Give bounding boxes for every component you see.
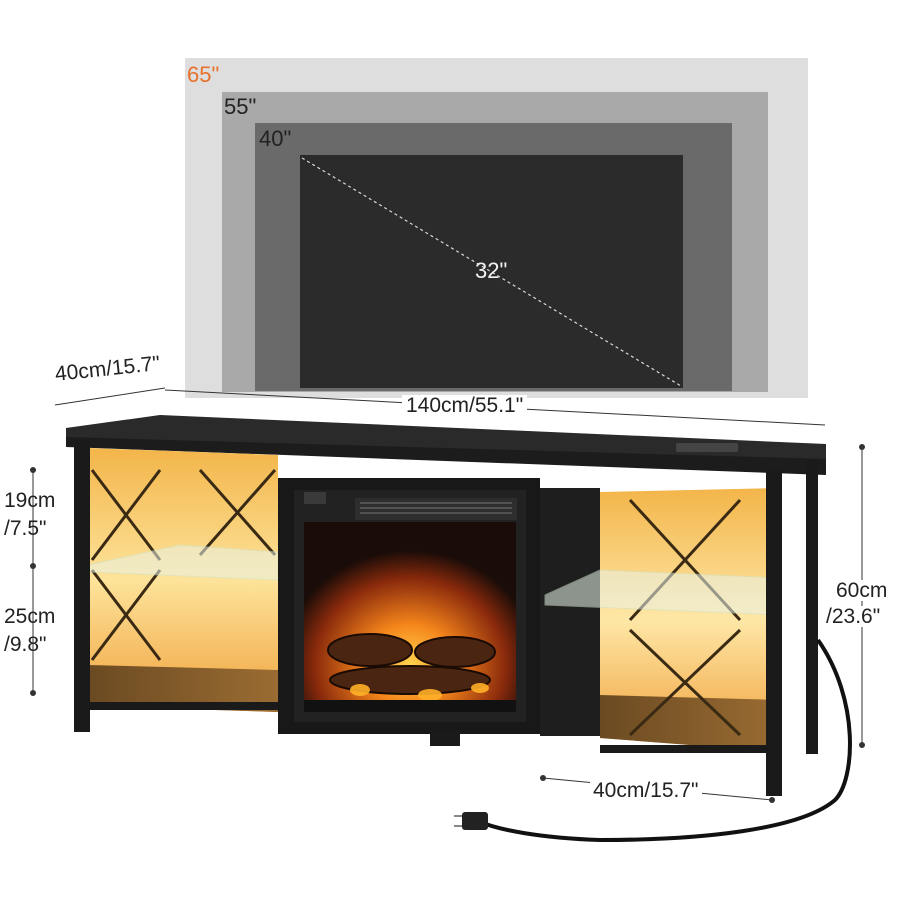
tv-32-screen (300, 155, 683, 388)
tv-size-label-32: 32" (475, 258, 508, 283)
fireplace-vent (355, 498, 517, 520)
tv-diagonal-line (301, 157, 682, 387)
power-cord (479, 638, 852, 843)
fireplace-logs (327, 633, 496, 695)
width-label: 140cm/55.1" (402, 395, 528, 416)
power-outlet (676, 443, 738, 452)
cabinet-top (66, 415, 826, 460)
bottom-depth-label: 40cm/15.7" (590, 780, 702, 801)
height-in-label: /23.6" (826, 605, 881, 628)
shelf-lower-cm-label: 25cm (4, 605, 56, 628)
shelf-upper-cm-label: 19cm (4, 489, 56, 512)
depth-dim-line (54, 387, 166, 406)
power-plug (462, 812, 488, 830)
shelf-upper-in-label: /7.5" (4, 517, 47, 540)
tv-size-label-55: 55" (224, 94, 257, 119)
tv-size-label-40: 40" (259, 126, 292, 151)
height-cm-label: 60cm (836, 579, 888, 602)
tv-size-label-65: 65" (187, 62, 220, 87)
shelf-lower-in-label: /9.8" (4, 633, 47, 656)
